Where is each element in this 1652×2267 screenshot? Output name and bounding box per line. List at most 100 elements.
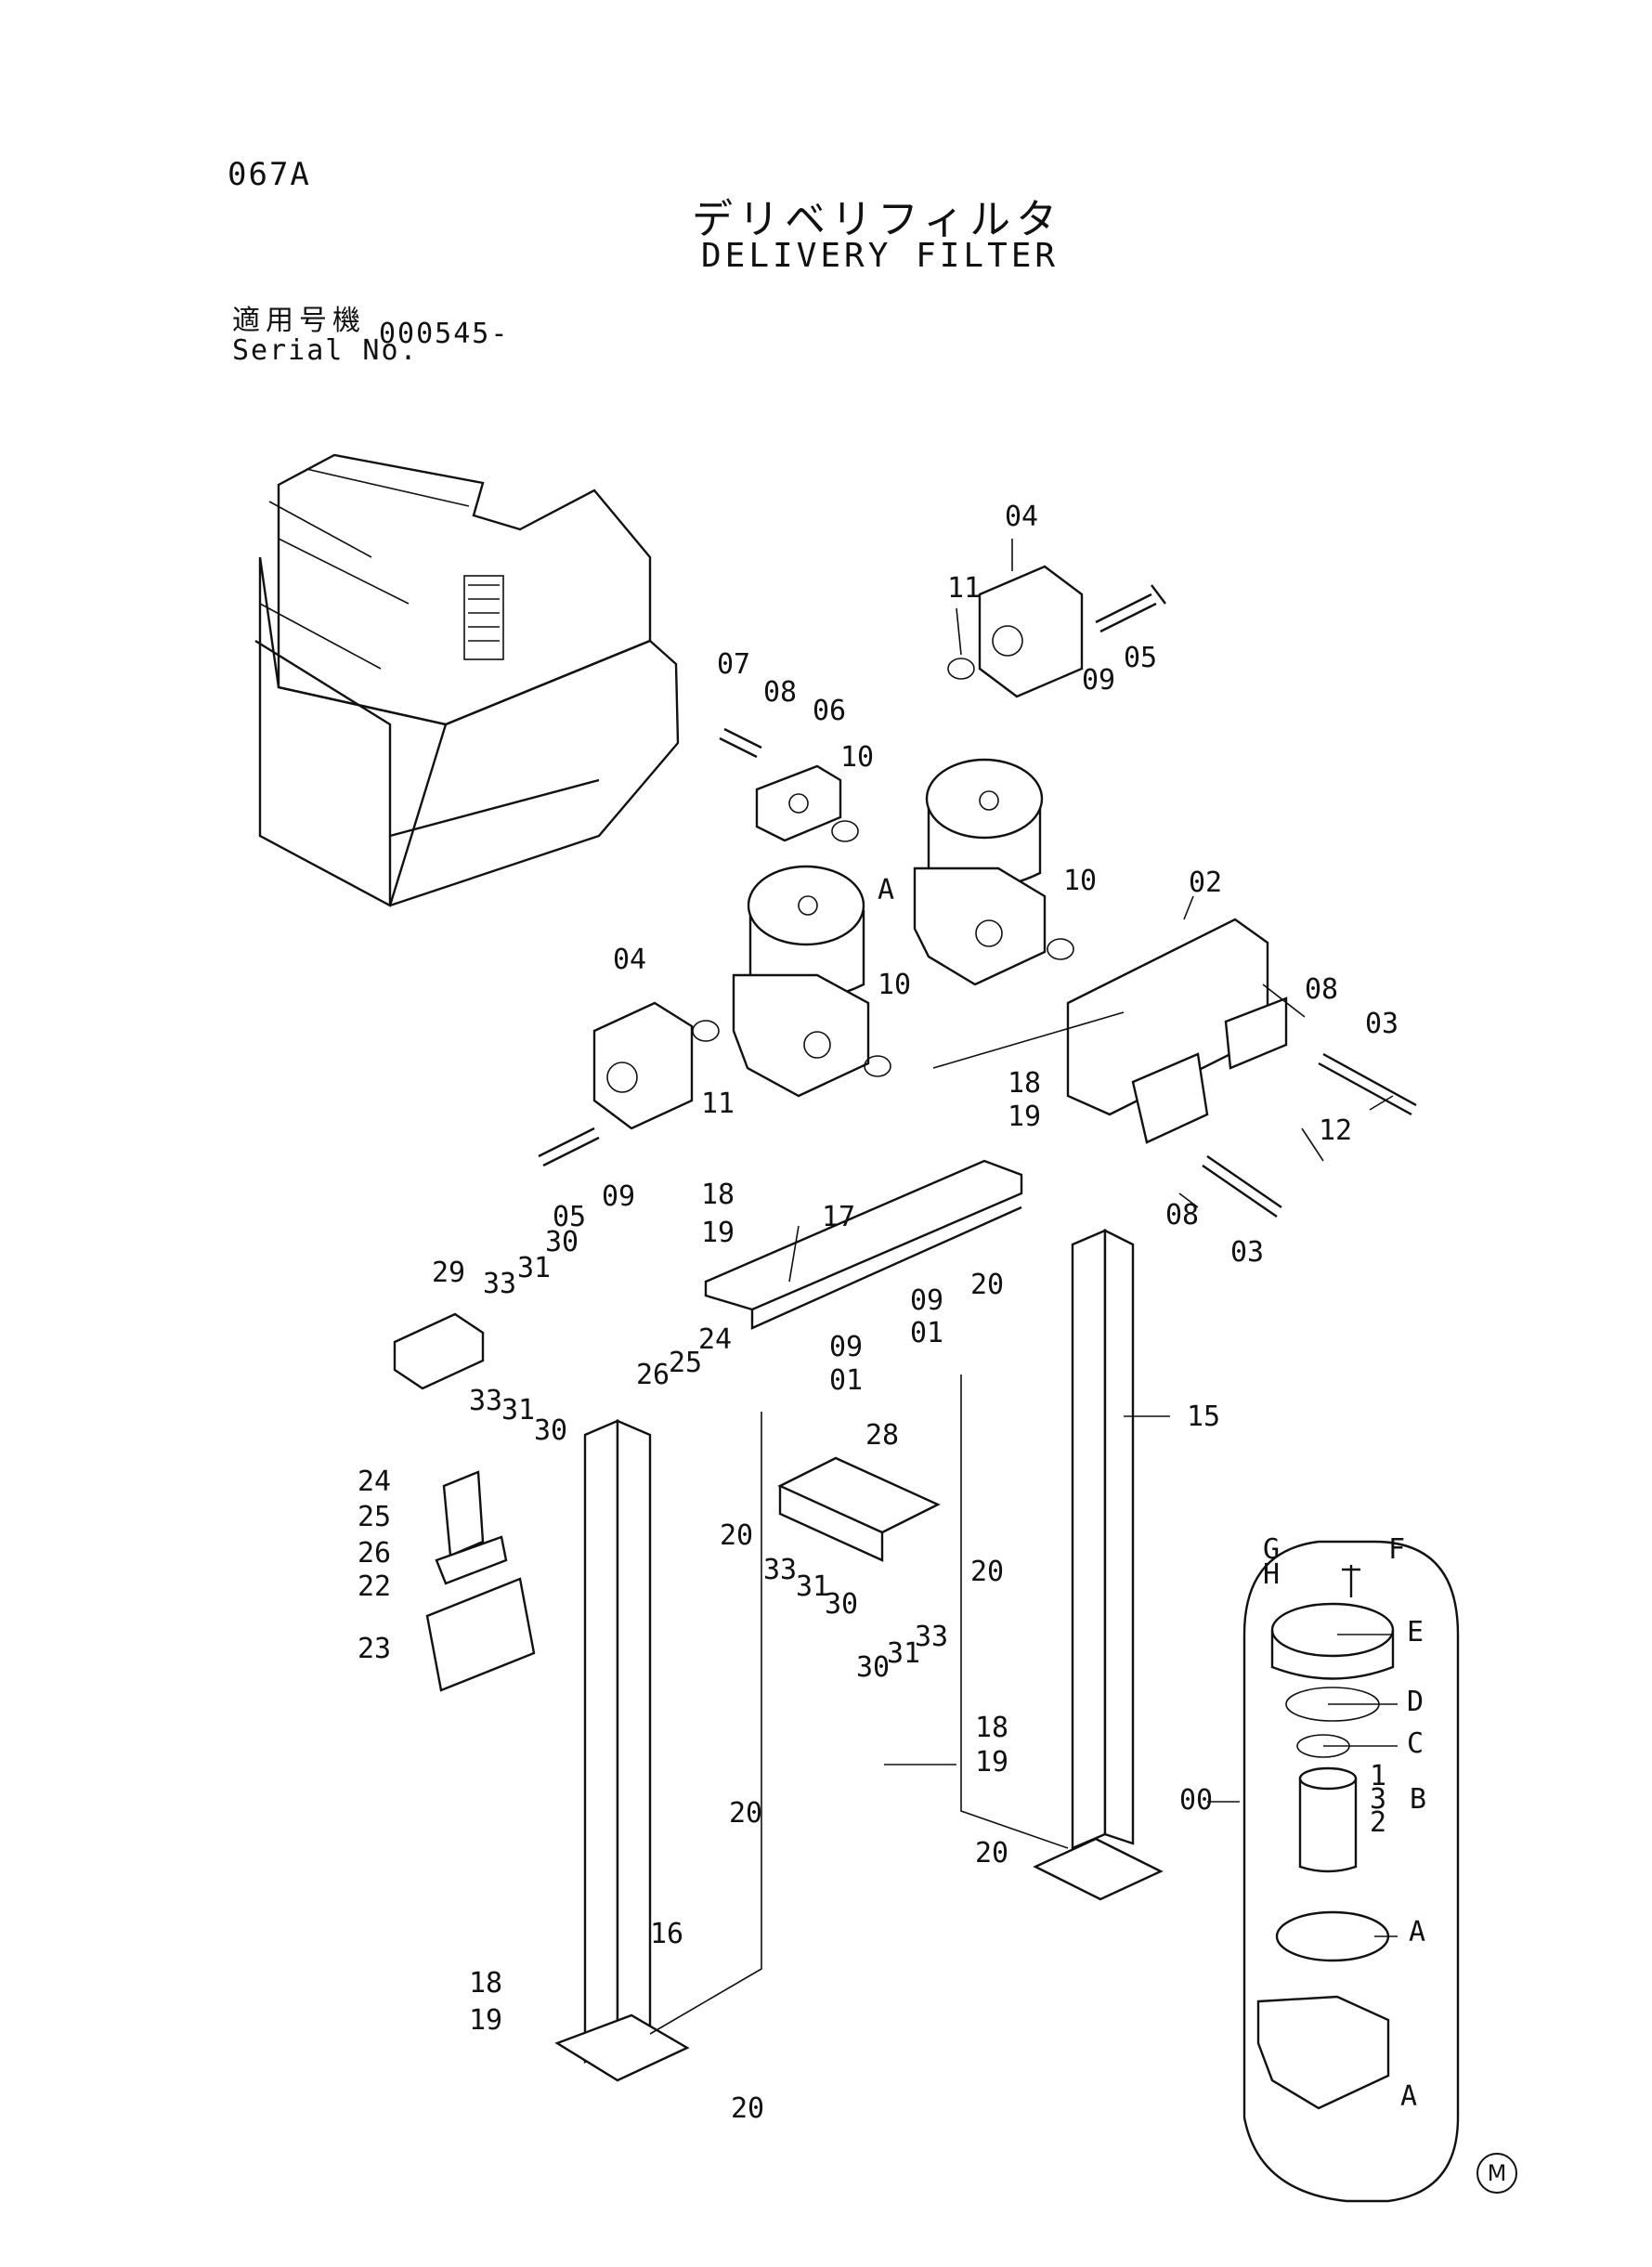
callout-label: 09 <box>1082 664 1115 697</box>
callout-label: 19 <box>701 1217 735 1249</box>
callout-label: D <box>1407 1686 1424 1718</box>
callout-label: 09 <box>910 1284 943 1317</box>
callout-label: 01 <box>829 1364 863 1397</box>
callout-label: 30 <box>825 1588 858 1621</box>
callout-label: 11 <box>701 1088 735 1120</box>
callout-labels: 04 11 05 09 07 08 06 10 A 10 02 04 10 08… <box>358 501 1426 2125</box>
callout-label: 1 <box>1370 1760 1386 1792</box>
page-code: 067A <box>228 156 311 193</box>
callout-label: E <box>1407 1616 1424 1648</box>
bracket-22 <box>435 1470 508 1585</box>
callout-label: 18 <box>975 1712 1008 1744</box>
serial-number-value: 000545- <box>379 318 510 350</box>
callout-label: 29 <box>432 1257 465 1289</box>
o-rings <box>692 658 1074 1077</box>
callout-label: 08 <box>1165 1199 1199 1231</box>
callout-label: 18 <box>469 1967 502 2000</box>
title-japanese: デリベリフィルタ <box>692 196 1063 243</box>
callout-label: H <box>1263 1558 1280 1591</box>
callout-label: 31 <box>501 1394 535 1427</box>
bracket-28 <box>777 1456 941 1562</box>
callout-label: 03 <box>1230 1236 1264 1269</box>
bracket-23 <box>425 1577 536 1692</box>
callout-label: 20 <box>975 1837 1008 1870</box>
frame-15 <box>960 1229 1164 1901</box>
callout-label: 09 <box>829 1331 863 1363</box>
callout-label: 31 <box>517 1252 551 1284</box>
block-04-upper <box>978 565 1084 698</box>
callout-label: 24 <box>698 1323 732 1356</box>
callout-label: 02 <box>1189 866 1222 899</box>
bolts <box>538 584 1417 1218</box>
callout-label: 3 <box>1370 1783 1386 1816</box>
callout-label: 09 <box>602 1180 635 1213</box>
callout-label: 10 <box>878 969 911 1001</box>
lower-filter-housing <box>732 865 870 1098</box>
callout-label: 33 <box>915 1621 948 1653</box>
callout-label: 31 <box>887 1637 920 1670</box>
title-english: DELIVERY FILTER <box>701 237 1060 275</box>
callout-label: 11 <box>947 572 981 605</box>
callout-label: 20 <box>729 1797 762 1830</box>
callout-label: 25 <box>669 1347 702 1379</box>
serial-label-english: Serial No. <box>232 334 419 367</box>
callout-label: 15 <box>1187 1401 1220 1433</box>
leader-lines <box>788 539 1398 1937</box>
callout-label: 18 <box>701 1179 735 1211</box>
callout-label: 26 <box>636 1359 670 1391</box>
callout-label: 17 <box>822 1201 855 1233</box>
callout-label: 12 <box>1319 1114 1352 1147</box>
callout-label: 10 <box>840 741 874 774</box>
callout-label: 05 <box>553 1201 586 1233</box>
callout-label: 18 <box>1008 1067 1041 1100</box>
upper-filter-housing <box>913 758 1047 986</box>
block-04-lower <box>592 1001 694 1130</box>
callout-label: 00 <box>1179 1784 1213 1817</box>
callout-label: B <box>1410 1783 1426 1816</box>
callout-label: 24 <box>358 1466 391 1498</box>
callout-label: 06 <box>813 695 846 727</box>
serial-label-japanese: 適用号機 <box>232 305 366 337</box>
filter-assembly-detail <box>1242 1540 1460 2203</box>
callout-label: 20 <box>720 1519 753 1552</box>
callout-label: 04 <box>1005 501 1038 533</box>
callout-label: 30 <box>534 1414 567 1447</box>
callout-label: 2 <box>1370 1806 1386 1839</box>
manufacturer-mark: M <box>1476 2153 1517 2194</box>
callout-label: A <box>1409 1916 1425 1948</box>
callout-label: 20 <box>970 1269 1004 1301</box>
callout-label: 33 <box>469 1385 502 1417</box>
callout-label: 28 <box>865 1419 899 1452</box>
callout-label: 23 <box>358 1633 391 1665</box>
callout-label: 20 <box>970 1556 1004 1588</box>
callout-label: 31 <box>796 1570 829 1603</box>
callout-label: F <box>1388 1533 1405 1566</box>
callout-label: 19 <box>975 1746 1008 1778</box>
machine-body-illustration <box>254 453 680 907</box>
callout-label: 08 <box>1305 973 1338 1006</box>
callout-label: 33 <box>763 1554 797 1586</box>
callout-label: 03 <box>1365 1008 1398 1040</box>
bracket-17 <box>704 1159 1023 1330</box>
callout-label: 33 <box>483 1268 516 1300</box>
callout-label: 22 <box>358 1570 391 1603</box>
callout-label: 19 <box>1008 1101 1041 1133</box>
callout-label: 04 <box>613 944 646 976</box>
block-06 <box>755 764 842 842</box>
callout-label: 30 <box>545 1226 579 1258</box>
callout-label: 01 <box>910 1317 943 1349</box>
callout-label: 16 <box>650 1918 683 1950</box>
callout-label: 08 <box>763 676 797 709</box>
callout-label: C <box>1407 1727 1424 1760</box>
callout-label: A <box>1400 2080 1417 2113</box>
callout-label: G <box>1263 1533 1280 1566</box>
frame-16 <box>554 1412 762 2082</box>
callout-label: 07 <box>717 648 750 681</box>
callout-label: 25 <box>358 1501 391 1533</box>
callout-label: 19 <box>469 2004 502 2037</box>
block-02 <box>1066 918 1288 1144</box>
callout-label: 26 <box>358 1537 391 1570</box>
callout-label: 10 <box>1063 865 1097 897</box>
callout-label: 30 <box>856 1651 890 1684</box>
